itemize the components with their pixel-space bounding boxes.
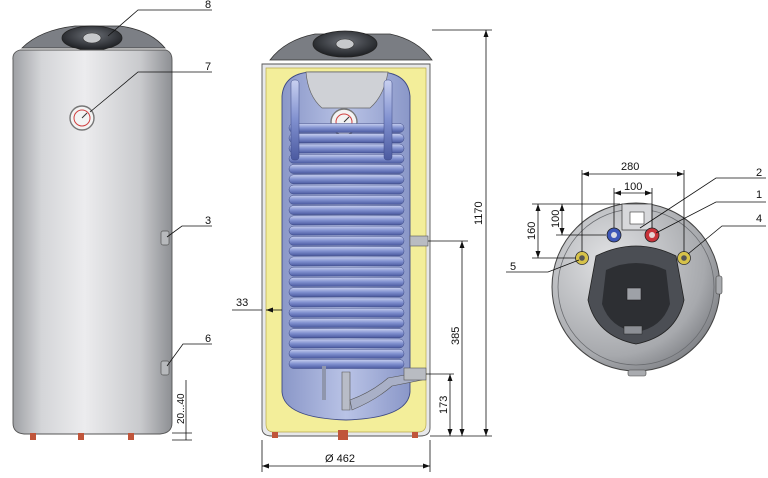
dim-160: 160 <box>526 222 538 240</box>
dim-173: 173 <box>438 396 450 414</box>
dim-385: 385 <box>450 327 462 345</box>
bottom-inlet-pipe <box>341 371 351 411</box>
callouts-left: 8 7 3 6 20...40 <box>89 0 212 441</box>
callout-2: 2 <box>756 167 762 179</box>
side-port-6 <box>160 360 170 376</box>
coil-turn <box>288 348 405 359</box>
coil-turn <box>288 225 405 236</box>
section-upper-tray <box>305 71 389 109</box>
coil-turn <box>288 184 405 195</box>
section-view <box>261 30 433 440</box>
callouts-right: 2 1 4 5 <box>506 167 766 273</box>
coil-turn <box>288 307 405 318</box>
section-port-upper <box>409 235 429 247</box>
coil-turn <box>288 215 405 226</box>
coil-turn <box>288 143 405 154</box>
foot <box>30 433 36 440</box>
dim-280: 280 <box>621 161 639 173</box>
cap-knob <box>82 32 102 44</box>
coil-turn <box>288 277 405 287</box>
heat-exchanger-coil <box>288 123 405 369</box>
tank-shell <box>12 49 173 435</box>
side-port-3 <box>160 230 170 246</box>
coil-turn <box>288 318 405 328</box>
coil-turn <box>288 256 405 267</box>
callout-4: 4 <box>756 213 762 225</box>
coil-turn <box>288 123 405 133</box>
dim-100-horizontal: 100 <box>624 181 642 193</box>
coil-turn <box>288 297 405 308</box>
drain-valve <box>338 430 348 440</box>
foot <box>128 433 134 440</box>
coil-turn <box>288 133 405 144</box>
foot <box>78 433 84 440</box>
callout-7: 7 <box>205 61 211 73</box>
coil-turn <box>288 174 405 185</box>
section-port-lower <box>403 367 427 381</box>
section-dimensions: 1170 385 173 33 Ø 462 <box>232 29 492 472</box>
exterior-view <box>12 25 173 440</box>
callout-1: 1 <box>756 189 762 201</box>
dim-diameter: Ø 462 <box>325 453 355 465</box>
coil-turn <box>288 164 405 174</box>
callout-8: 8 <box>205 0 211 11</box>
plan-bracket <box>621 203 653 231</box>
dim-100-vertical: 100 <box>550 210 562 228</box>
coil-turn <box>288 236 405 246</box>
coil-turn <box>288 154 405 164</box>
coil-turn <box>288 287 405 297</box>
coil-turn <box>288 338 405 349</box>
coil-turn <box>288 195 405 205</box>
callout-6: 6 <box>205 333 211 345</box>
plan-view <box>551 202 723 377</box>
dim-33: 33 <box>236 297 248 309</box>
dim-1170: 1170 <box>473 201 485 225</box>
plan-dimensions: 280 100 100 160 <box>526 161 685 259</box>
dim-20-40: 20...40 <box>176 393 187 424</box>
coil-turn <box>288 205 405 215</box>
coil-turn <box>288 246 405 256</box>
callout-3: 3 <box>205 215 211 227</box>
coil-turn <box>288 328 405 338</box>
coil-turn <box>288 359 405 369</box>
coil-turn <box>288 266 405 277</box>
callout-5: 5 <box>510 261 516 273</box>
